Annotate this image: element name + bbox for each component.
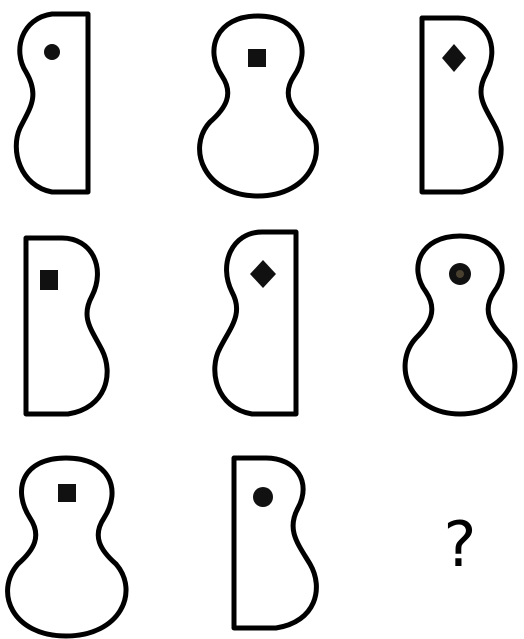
square-symbol [40, 270, 58, 290]
circle-symbol [44, 44, 60, 60]
full-body-outline [405, 236, 515, 414]
right-half-body-outline [422, 18, 501, 192]
right-half-body-outline [234, 458, 316, 628]
cell-r1c2 [200, 16, 317, 196]
cell-r2c2 [215, 232, 296, 414]
cell-r2c3 [405, 236, 515, 414]
full-body-outline [200, 16, 317, 196]
cell-r2c1 [26, 238, 107, 414]
left-half-body-outline [215, 232, 296, 414]
cell-r3c1 [8, 458, 126, 636]
cell-r1c1 [16, 14, 88, 192]
circle-symbol-center [456, 270, 464, 278]
right-half-body-outline [26, 238, 107, 414]
left-half-body-outline [16, 14, 88, 192]
cell-r3c2 [234, 458, 316, 628]
square-symbol [248, 49, 266, 67]
square-symbol [58, 484, 76, 502]
cell-r1c3 [422, 18, 501, 192]
circle-symbol [253, 487, 273, 507]
missing-cell-question-mark: ? [425, 505, 495, 585]
